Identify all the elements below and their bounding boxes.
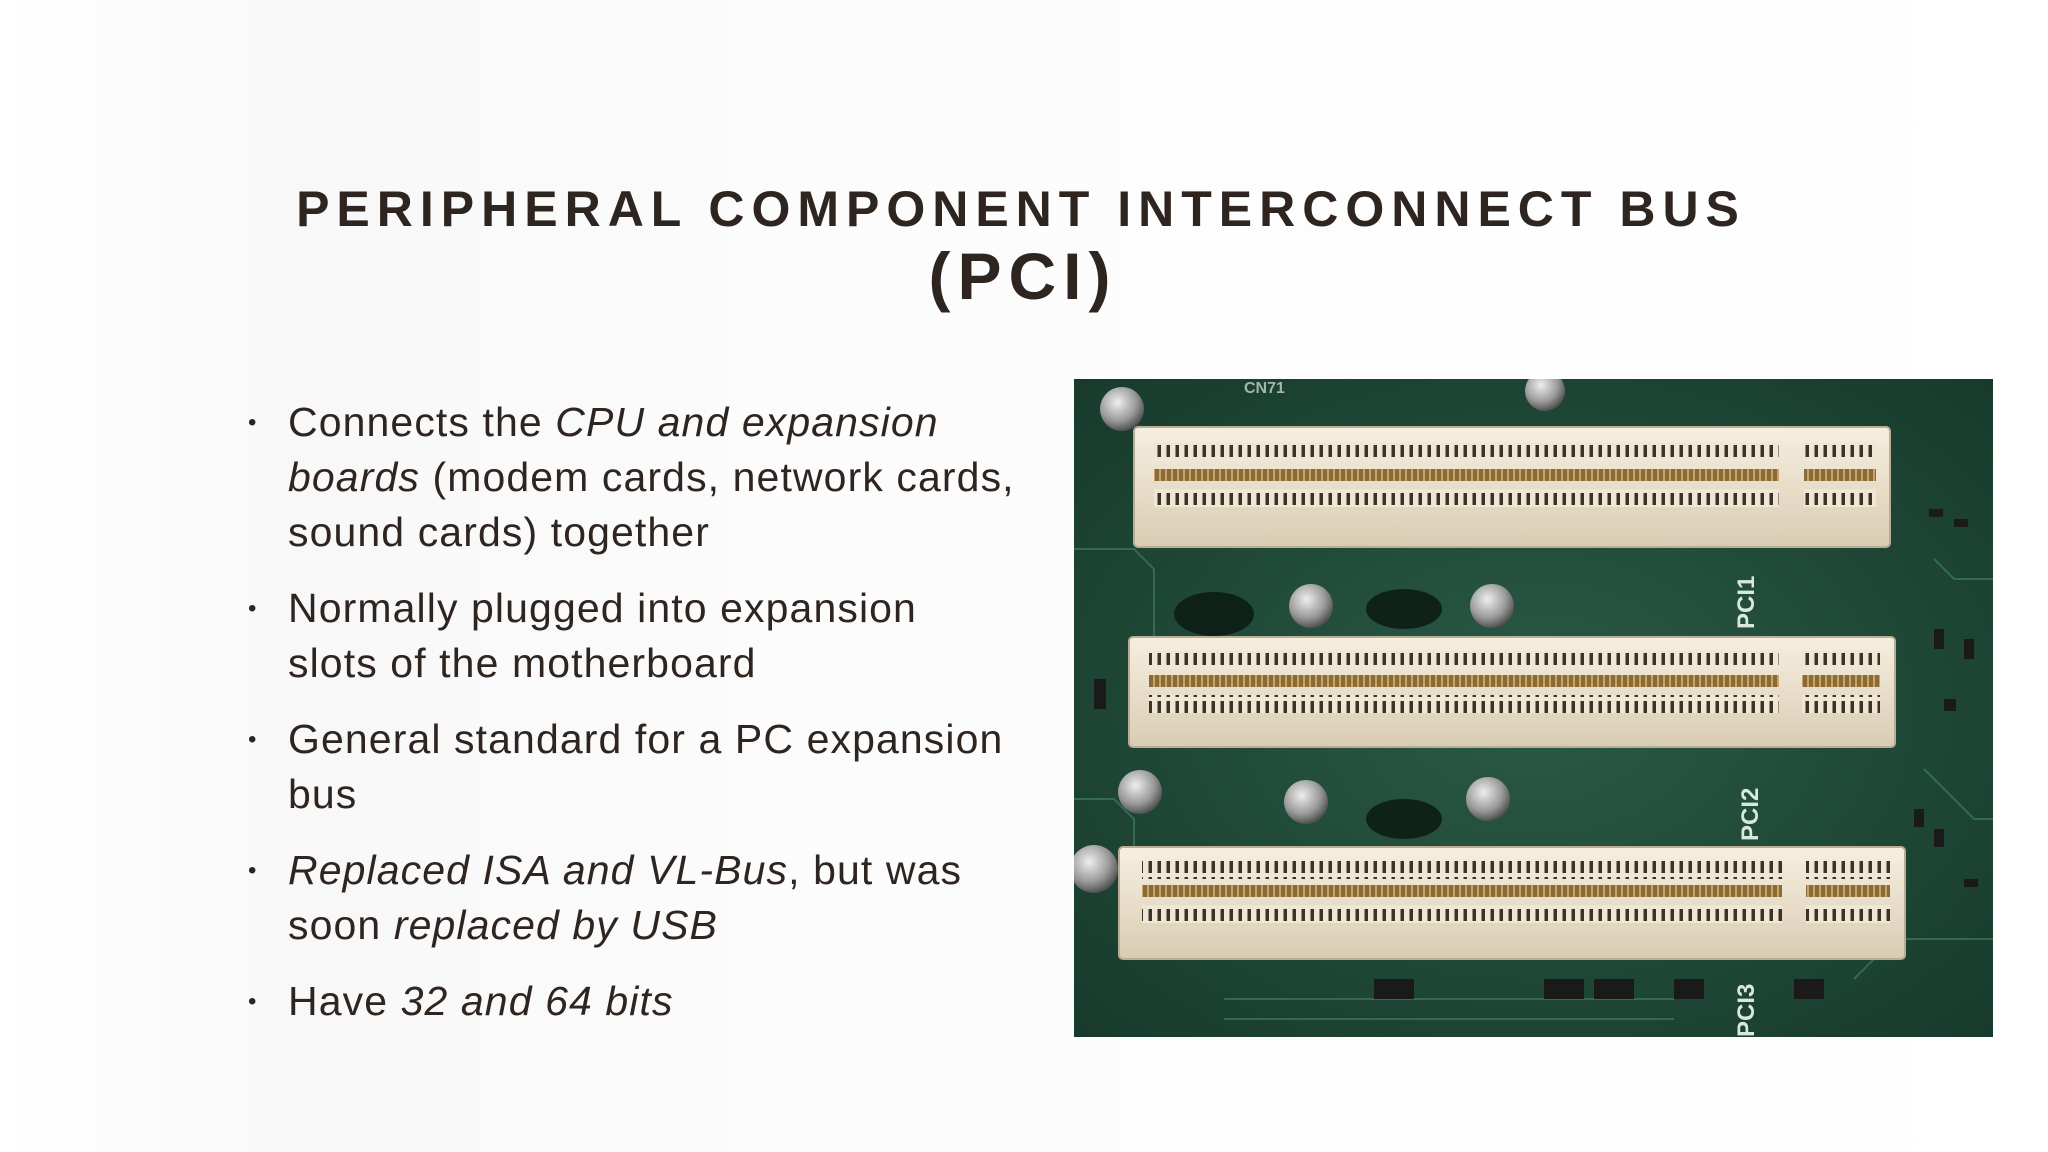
bullet-text: Normally plugged into expansion slots of… xyxy=(288,585,917,686)
smd-components xyxy=(1094,509,1978,999)
pci-slot-1 xyxy=(1133,426,1891,548)
pci-slot-3 xyxy=(1118,846,1906,960)
bullet-item: • Replaced ISA and VL-Bus, but was soon … xyxy=(248,843,1018,953)
bullet-item: • General standard for a PC expansion bu… xyxy=(248,712,1018,822)
bullet-item: • Normally plugged into expansion slots … xyxy=(248,581,1018,691)
silkscreen-pci1: PCI1 xyxy=(1733,576,1760,629)
bullet-item: • Have 32 and 64 bits xyxy=(248,974,1018,1029)
bullet-text: , but was soon xyxy=(288,847,963,948)
silkscreen-pci3: PCI3 xyxy=(1733,984,1760,1037)
bullet-text: Connects the xyxy=(288,399,556,445)
title-line-2: (PCI) xyxy=(928,239,1118,313)
bullet-text-italic: Replaced ISA and VL-Bus xyxy=(288,847,789,893)
silkscreen-pci2: PCI2 xyxy=(1737,788,1764,841)
slide-title: PERIPHERAL COMPONENT INTERCONNECT BUS (P… xyxy=(0,180,2048,314)
bullet-dot: • xyxy=(248,595,258,622)
bullet-text: General standard for a PC expansion bus xyxy=(288,716,1004,817)
bullet-text: Have xyxy=(288,978,401,1024)
bullet-text-italic: replaced by USB xyxy=(393,902,718,948)
bullet-item: • Connects the CPU and expansion boards … xyxy=(248,395,1018,560)
bullet-dot: • xyxy=(248,857,258,884)
capacitors xyxy=(1074,379,1565,893)
bullet-dot: • xyxy=(248,988,258,1015)
pci-slots-photo: PCI1 PCI2 PCI3 CN71 xyxy=(1074,379,1993,1037)
bullet-dot: • xyxy=(248,726,258,753)
bullet-text-italic: 32 and 64 bits xyxy=(400,978,674,1024)
title-line-1: PERIPHERAL COMPONENT INTERCONNECT BUS xyxy=(296,181,1746,237)
bullet-text: (modem cards, network cards, sound cards… xyxy=(288,454,1015,555)
pci-slot-2 xyxy=(1128,636,1896,748)
bullet-text-italic: CPU and expansion boards xyxy=(288,399,939,500)
silkscreen-cn71: CN71 xyxy=(1244,380,1285,397)
bullet-dot: • xyxy=(248,409,258,436)
bullet-list: • Connects the CPU and expansion boards … xyxy=(248,395,1018,1050)
